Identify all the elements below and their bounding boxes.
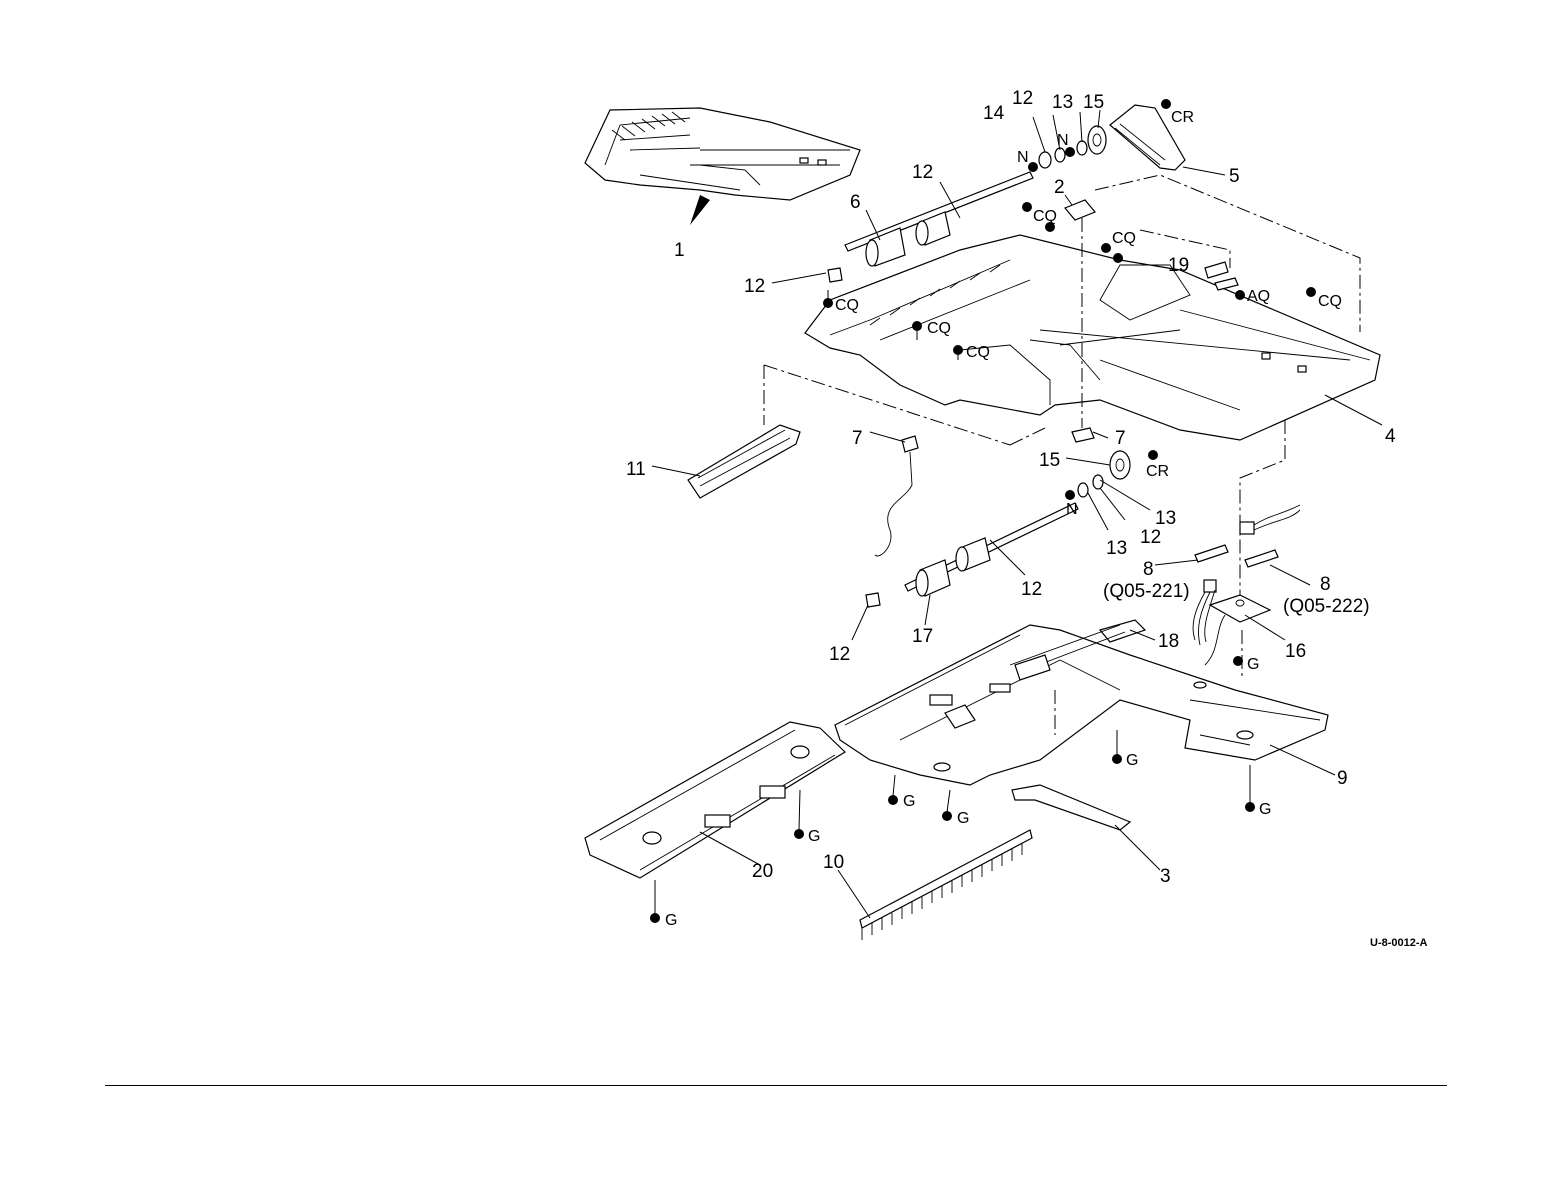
fastener-g-6: G	[808, 828, 820, 845]
fastener-g-7: G	[665, 912, 677, 929]
callout-12-upper-clip: 12	[744, 276, 765, 297]
callout-6: 6	[850, 192, 861, 213]
figure-code: U-8-0012-A	[1370, 937, 1428, 949]
part-7-sensor-right	[1072, 428, 1094, 442]
fastener-n-1: N	[1017, 149, 1029, 166]
fastener-cq-5: CQ	[966, 344, 990, 361]
callout-12-upper-shaft: 12	[912, 162, 933, 183]
part-1-pointer-arrow	[690, 195, 710, 225]
callout-9: 9	[1337, 768, 1348, 789]
callout-8-left-ref: (Q05-221)	[1103, 581, 1190, 602]
fastener-cq-6: CQ	[1318, 293, 1342, 310]
callout-2: 2	[1054, 177, 1065, 198]
fastener-g-2: G	[1126, 752, 1138, 769]
fastener-cq-4: CQ	[927, 320, 951, 337]
part-8-sensor-q05-222	[1240, 505, 1300, 567]
fastener-cq-2: CQ	[1112, 230, 1136, 247]
fastener-n-2: N	[1057, 132, 1069, 149]
fastener-cq-1: CQ	[1033, 208, 1057, 225]
callout-16: 16	[1285, 641, 1306, 662]
fastener-n-3: N	[1066, 501, 1078, 518]
fastener-g-4: G	[957, 810, 969, 827]
part-4-document-tray	[805, 235, 1380, 440]
callout-15-lower: 15	[1039, 450, 1060, 471]
callout-14: 14	[983, 103, 1005, 124]
callout-12-bushing-lower: 12	[1140, 527, 1161, 548]
part-10-static-brush	[155, 0, 1032, 940]
callout-13-top: 13	[1052, 92, 1073, 113]
part-7-sensor-left	[875, 436, 918, 556]
part-20-cover	[585, 722, 845, 878]
callout-4: 4	[1385, 426, 1396, 447]
part-2-label	[1065, 200, 1095, 220]
callout-13-lower-right: 13	[1155, 508, 1176, 529]
part-8-sensor-q05-221	[1195, 545, 1228, 562]
part-3-link-plate	[1012, 785, 1130, 830]
fastener-g-3: G	[903, 793, 915, 810]
fastener-g-5: G	[1259, 801, 1271, 818]
wire-harness	[1193, 580, 1216, 645]
callout-7-right: 7	[1115, 428, 1126, 449]
callout-10: 10	[823, 852, 844, 873]
fastener-cr-lower: CR	[1146, 463, 1169, 480]
callout-11: 11	[626, 459, 646, 480]
callout-7-left: 7	[852, 428, 863, 449]
callout-18: 18	[1158, 631, 1179, 652]
part-1-document-handler-assembly	[585, 108, 860, 200]
part-12-clip-lower	[866, 593, 880, 607]
fastener-g-1: G	[1247, 656, 1259, 673]
lower-gear-bushings	[1078, 451, 1130, 497]
callout-12-lower-clip: 12	[829, 644, 850, 665]
callout-12-top: 12	[1012, 88, 1033, 109]
callout-19: 19	[1168, 255, 1189, 276]
part-19-bracket	[1205, 262, 1228, 278]
callout-1: 1	[674, 240, 685, 261]
part-12-clip-upper	[828, 268, 842, 282]
part-19-base	[1215, 278, 1238, 290]
callout-17: 17	[912, 626, 933, 647]
upper-bushings-gear	[1039, 126, 1106, 168]
fastener-cq-3: CQ	[835, 297, 859, 314]
callout-8-left: 8	[1143, 559, 1154, 580]
callout-12-lower-shaft: 12	[1021, 579, 1042, 600]
callout-13-lower-left: 13	[1106, 538, 1127, 559]
part-9-lower-frame	[835, 625, 1328, 785]
fastener-cr-top: CR	[1171, 109, 1194, 126]
callout-5: 5	[1229, 166, 1240, 187]
callout-8-right-ref: (Q05-222)	[1283, 596, 1370, 617]
part-16-bracket	[1205, 595, 1270, 665]
callout-3: 3	[1160, 866, 1171, 887]
part-11-guide	[688, 425, 800, 498]
callout-20: 20	[752, 861, 773, 882]
callout-8-right: 8	[1320, 574, 1331, 595]
fastener-aq: AQ	[1247, 288, 1270, 305]
footer-divider	[105, 1085, 1447, 1086]
callout-15-top: 15	[1083, 92, 1104, 113]
